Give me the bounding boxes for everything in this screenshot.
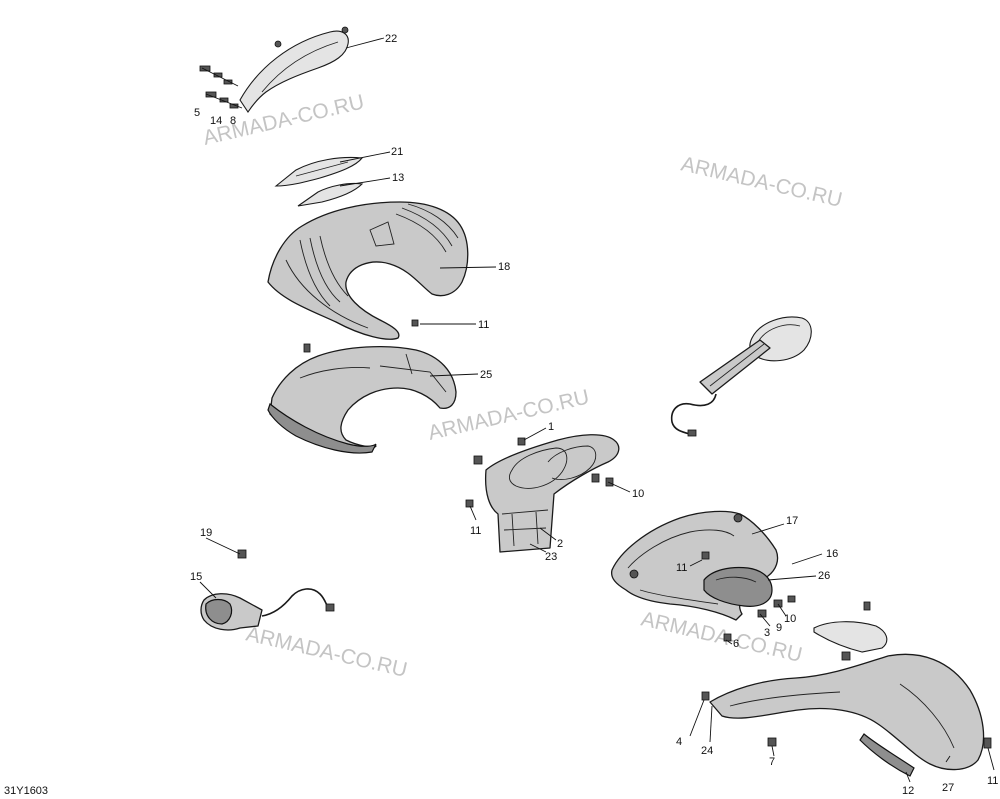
callout-27: 27	[942, 782, 954, 794]
watermark: ARMADA-CO.RU	[639, 607, 804, 666]
part-21-trim	[274, 157, 364, 187]
callout-22: 22	[385, 33, 397, 45]
part-18-upper-shroud	[267, 201, 469, 340]
callout-10: 10	[784, 613, 796, 625]
callout-11: 11	[478, 319, 489, 331]
callout-6: 6	[733, 638, 739, 650]
watermark: ARMADA-CO.RU	[244, 622, 409, 681]
callout-15: 15	[190, 571, 202, 583]
callout-1: 1	[548, 421, 554, 433]
part-15-turn-signal	[200, 549, 335, 631]
callout-9: 9	[776, 622, 782, 634]
mirror-assembly	[670, 316, 812, 437]
callout-11: 11	[470, 525, 481, 537]
part-23-instrument-support	[465, 434, 620, 553]
callout-11: 11	[987, 775, 998, 787]
callout-5: 5	[194, 107, 200, 119]
diagram-code: 31Y1603	[4, 785, 48, 797]
callout-18: 18	[498, 261, 510, 273]
leader-lines	[199, 37, 995, 783]
callout-2: 2	[557, 538, 563, 550]
part-26-inner-cover	[701, 551, 796, 642]
callout-10: 10	[632, 488, 644, 500]
part-27-side-panel	[701, 601, 992, 777]
part-13-trim	[297, 182, 364, 207]
callout-25: 25	[480, 369, 492, 381]
fasteners-5-14-8	[199, 65, 243, 109]
callout-7: 7	[769, 756, 775, 768]
callout-4: 4	[676, 736, 682, 748]
callout-14: 14	[210, 115, 222, 127]
callout-21: 21	[391, 146, 403, 158]
callout-12: 12	[902, 785, 914, 797]
callout-11: 11	[676, 562, 687, 574]
callout-labels: 22 5 14 8 21 13 18 11 25 1 10 11 2 23 19…	[190, 33, 998, 797]
callout-8: 8	[230, 115, 236, 127]
callout-24: 24	[701, 745, 713, 757]
part-25-lower-shroud	[267, 319, 457, 454]
callout-17: 17	[786, 515, 798, 527]
part-22-deflector	[239, 26, 349, 113]
callout-3: 3	[764, 627, 770, 639]
callout-23: 23	[545, 551, 557, 563]
callout-19: 19	[200, 527, 212, 539]
watermark: ARMADA-CO.RU	[679, 152, 844, 211]
callout-16: 16	[826, 548, 838, 560]
callout-26: 26	[818, 570, 830, 582]
callout-13: 13	[392, 172, 404, 184]
